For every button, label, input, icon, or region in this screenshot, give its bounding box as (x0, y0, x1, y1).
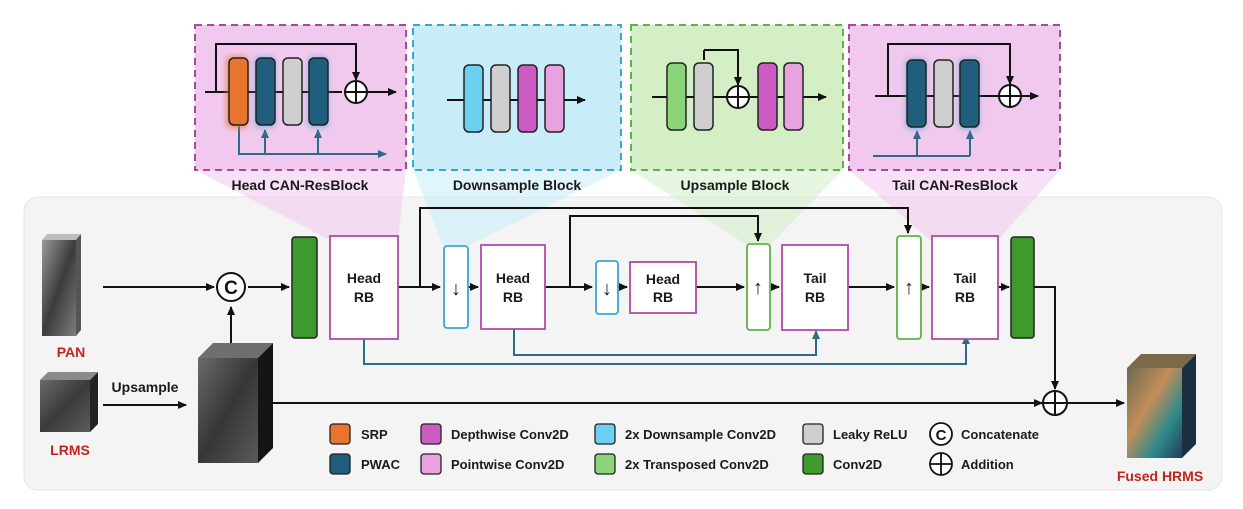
legend: SRP PWAC Depthwise Conv2D Pointwise Conv… (329, 422, 1039, 476)
svg-text:RB: RB (354, 289, 374, 305)
pwac-layer-icon (959, 59, 980, 128)
legend-srp-label: SRP (361, 427, 388, 442)
leaky-relu-layer-icon (693, 62, 714, 131)
concatenate-node: C (216, 272, 246, 302)
legend-addition-label: Addition (961, 457, 1014, 472)
svg-text:Tail: Tail (803, 270, 826, 286)
legend-pwac-swatch (329, 453, 351, 475)
legend-conv2d-label: Conv2D (833, 457, 882, 472)
legend-leaky-swatch (802, 423, 824, 445)
svg-text:↑: ↑ (904, 277, 914, 299)
legend-downsample-label: 2x Downsample Conv2D (625, 427, 776, 442)
addition-icon (726, 85, 750, 109)
fused-hrms-label: Fused HRMS (1117, 468, 1203, 484)
tail-can-resblock-title: Tail CAN-ResBlock (892, 177, 1018, 193)
svg-text:Tail: Tail (953, 270, 976, 286)
main-network-panel (23, 196, 1223, 491)
legend-concatenate-icon: C (929, 422, 953, 446)
legend-pointwise-swatch (420, 453, 442, 475)
head-rb-block: Head RB (329, 235, 399, 340)
leaky-relu-layer-icon (490, 64, 511, 133)
transposed-conv-layer-icon (666, 62, 687, 131)
concatenate-symbol: C (224, 278, 238, 299)
legend-depthwise-label: Depthwise Conv2D (451, 427, 569, 442)
upsample-block-title: Upsample Block (681, 177, 790, 193)
conv2d-output-layer (1010, 236, 1035, 339)
legend-concatenate-label: Concatenate (961, 427, 1039, 442)
svg-text:↓: ↓ (602, 278, 612, 300)
legend-transposed-label: 2x Transposed Conv2D (625, 457, 769, 472)
downsample-block-panel (412, 24, 622, 171)
svg-text:↑: ↑ (753, 277, 763, 299)
downsample-block-title: Downsample Block (453, 177, 582, 193)
lrms-image (40, 372, 98, 432)
pwac-layer-icon (255, 57, 276, 126)
head-zoom-callout (195, 170, 406, 240)
head-rb-block: Head RB (480, 244, 546, 330)
legend-addition-icon (929, 452, 953, 476)
svg-text:RB: RB (955, 289, 975, 305)
legend-conv2d-swatch (802, 453, 824, 475)
upsample-block-node: ↑ (896, 235, 922, 340)
svg-text:Head: Head (496, 270, 530, 286)
fused-hrms-image (1127, 354, 1196, 458)
tail-rb-block: Tail RB (781, 244, 849, 331)
addition-icon (998, 84, 1022, 108)
svg-text:Head: Head (646, 271, 680, 287)
head-can-resblock-title: Head CAN-ResBlock (232, 177, 369, 193)
legend-leaky-label: Leaky ReLU (833, 427, 907, 442)
pan-image (42, 234, 81, 336)
svg-text:Head: Head (347, 270, 381, 286)
pwac-layer-icon (308, 57, 329, 126)
svg-text:↓: ↓ (451, 278, 461, 300)
upsample-block-node: ↑ (746, 243, 771, 331)
head-can-resblock-panel (194, 24, 407, 171)
upsample-block-panel (630, 24, 844, 171)
legend-depthwise-swatch (420, 423, 442, 445)
conv2d-input-layer (291, 236, 318, 339)
depthwise-conv-layer-icon (757, 62, 778, 131)
svg-text:C: C (936, 427, 947, 444)
lrms-label: LRMS (50, 442, 90, 458)
pointwise-conv-layer-icon (783, 62, 804, 131)
pointwise-conv-layer-icon (544, 64, 565, 133)
leaky-relu-layer-icon (933, 59, 954, 128)
legend-downsample-swatch (594, 423, 616, 445)
downsample-conv-layer-icon (463, 64, 484, 133)
pwac-layer-icon (906, 59, 927, 128)
svg-text:RB: RB (805, 289, 825, 305)
downsample-block-node: ↓ (443, 245, 469, 329)
legend-pointwise-label: Pointwise Conv2D (451, 457, 564, 472)
head-rb-block: Head RB (629, 261, 697, 314)
legend-transposed-swatch (594, 453, 616, 475)
final-addition-icon (1042, 390, 1068, 416)
downsample-block-node: ↓ (595, 260, 619, 315)
tail-rb-block: Tail RB (931, 235, 999, 340)
upsample-label: Upsample (112, 379, 179, 395)
pan-label: PAN (57, 344, 86, 360)
svg-text:RB: RB (653, 289, 673, 305)
addition-icon (344, 80, 368, 104)
svg-text:RB: RB (503, 289, 523, 305)
tail-can-resblock-panel (848, 24, 1061, 171)
upsampled-lrms-cube (198, 343, 273, 463)
main-connections (103, 207, 1125, 409)
srp-layer-icon (228, 57, 249, 126)
tail-zoom-callout (849, 170, 1060, 240)
legend-srp-swatch (329, 423, 351, 445)
legend-pwac-label: PWAC (361, 457, 401, 472)
leaky-relu-layer-icon (282, 57, 303, 126)
depthwise-conv-layer-icon (517, 64, 538, 133)
